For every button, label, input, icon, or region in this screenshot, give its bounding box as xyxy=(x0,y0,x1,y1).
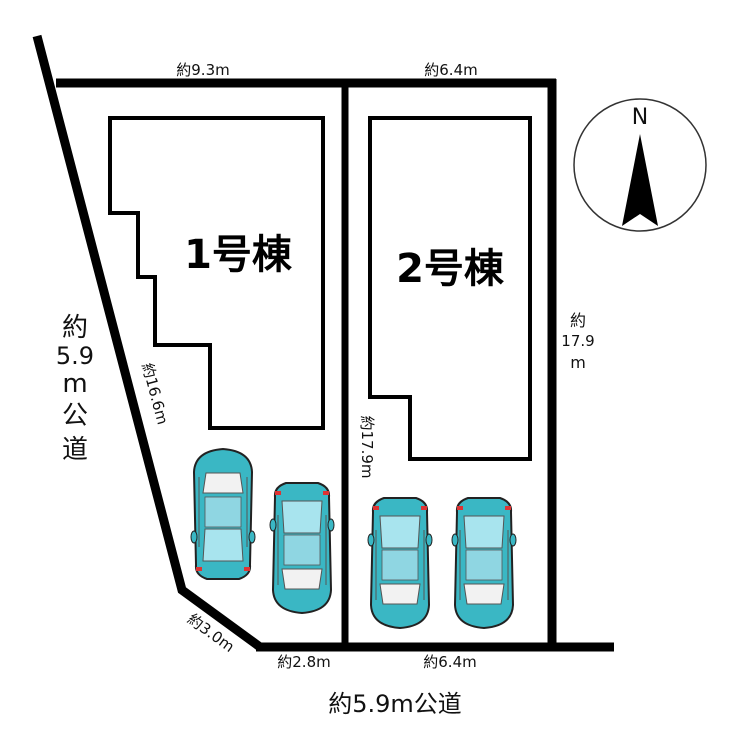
dim-right-side: 約 17.9 m xyxy=(561,311,594,372)
lot-1-label: 1号棟 xyxy=(184,232,293,278)
svg-text:約: 約 xyxy=(62,313,88,343)
dim-corner-cut: 約3.0m xyxy=(184,610,238,656)
svg-text:5.9: 5.9 xyxy=(56,342,94,370)
dim-left-diagonal: 約16.6m xyxy=(138,361,172,427)
svg-text:公: 公 xyxy=(62,401,88,431)
compass-north-label: N xyxy=(632,105,648,130)
dim-bottom-left: 約2.8m xyxy=(277,653,330,671)
svg-text:17.9: 17.9 xyxy=(561,332,594,350)
building-1-footprint xyxy=(108,116,325,430)
west-road-label: 約 5.9 m 公 道 xyxy=(56,313,94,465)
dim-top-left: 約9.3m xyxy=(176,61,229,79)
parking-car xyxy=(451,497,517,629)
building-2-footprint xyxy=(368,116,532,461)
svg-text:m: m xyxy=(570,353,586,372)
dim-middle-boundary: 約17.9m xyxy=(358,415,376,478)
parking-car xyxy=(367,497,433,629)
parking-car xyxy=(190,448,256,580)
lot-2-label: 2号棟 xyxy=(396,246,505,292)
svg-text:道: 道 xyxy=(62,435,88,465)
dim-bottom-right: 約6.4m xyxy=(423,653,476,671)
svg-text:約: 約 xyxy=(570,311,586,330)
north-arrow-icon xyxy=(622,134,658,226)
dim-top-right: 約6.4m xyxy=(424,61,477,79)
south-road-label: 約5.9m公道 xyxy=(328,690,462,718)
lot-boundary xyxy=(32,34,614,652)
parking-car xyxy=(269,482,335,614)
svg-text:m: m xyxy=(62,369,87,399)
north-compass: N xyxy=(573,98,707,232)
